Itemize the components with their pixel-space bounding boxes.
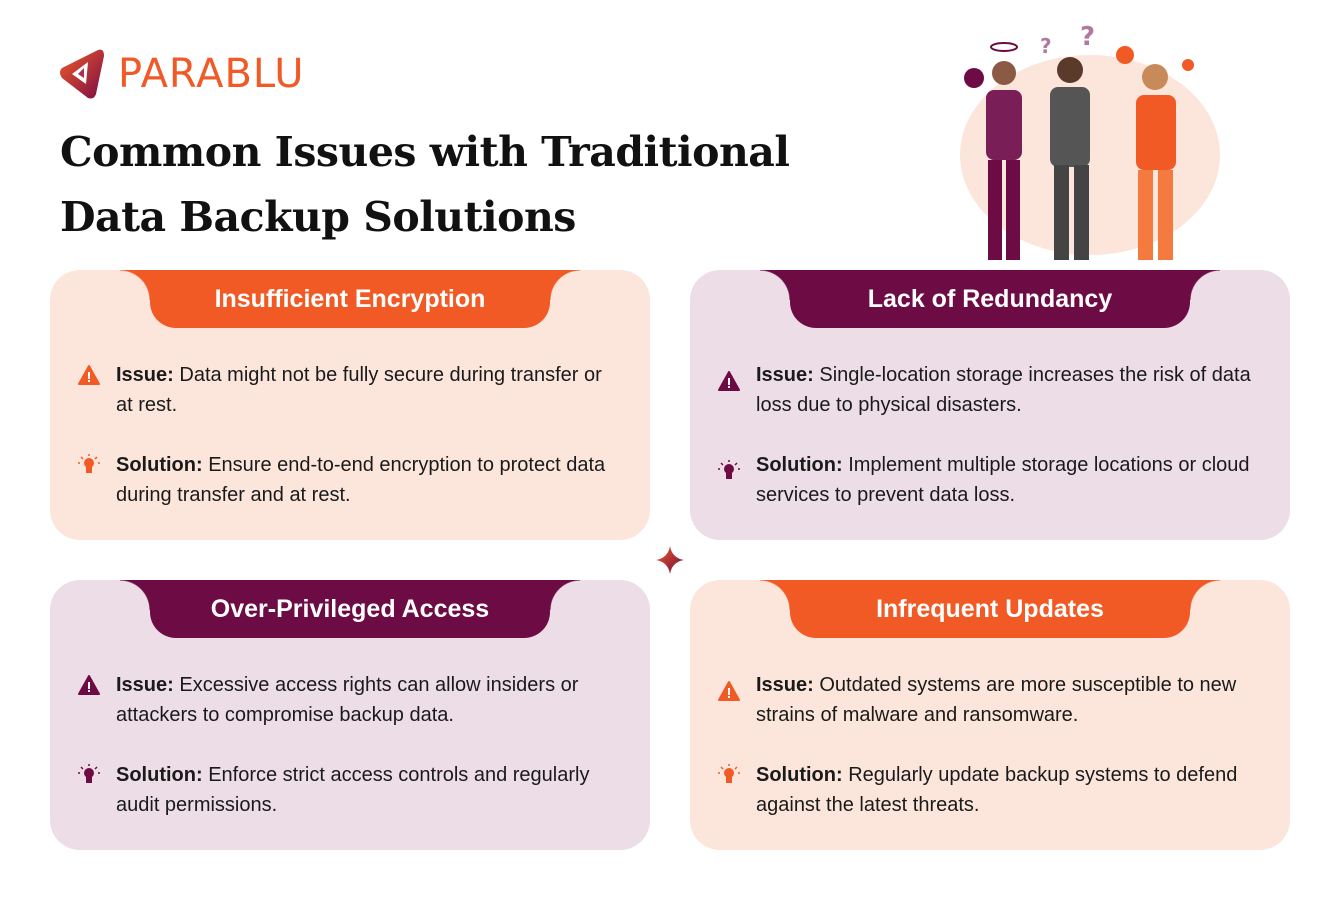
confused-people-illustration: ? ? (960, 22, 1220, 260)
card-over-privileged-access: Over-Privileged Access Issue: Excessive … (50, 580, 650, 850)
sparkle-icon (656, 546, 684, 574)
issue-label: Issue: (756, 364, 814, 386)
solution-label: Solution: (756, 454, 843, 476)
card-title: Lack of Redundancy (760, 270, 1220, 328)
title-line-2: Data Backup Solutions (60, 193, 576, 241)
card-insufficient-encryption: Insufficient Encryption Issue: Data migh… (50, 270, 650, 540)
solution-item: Solution: Ensure end-to-end encryption t… (78, 450, 616, 510)
issue-label: Issue: (116, 674, 174, 696)
solution-text: Regularly update backup systems to defen… (756, 764, 1238, 816)
solution-text: Implement multiple storage locations or … (756, 454, 1250, 506)
solution-item: Solution: Implement multiple storage loc… (718, 450, 1256, 510)
issue-text: Excessive access rights can allow inside… (116, 674, 579, 726)
issue-text: Single-location storage increases the ri… (756, 364, 1251, 416)
solution-item: Solution: Regularly update backup system… (718, 760, 1256, 820)
solution-label: Solution: (116, 454, 203, 476)
issue-item: Issue: Data might not be fully secure du… (78, 360, 616, 420)
lightbulb-icon (78, 454, 100, 473)
title-line-1: Common Issues with Traditional (60, 128, 790, 176)
solution-item: Solution: Enforce strict access controls… (78, 760, 616, 820)
solution-label: Solution: (756, 764, 843, 786)
warning-triangle-icon (78, 365, 100, 385)
card-lack-of-redundancy: Lack of Redundancy Issue: Single-locatio… (690, 270, 1290, 540)
brand-name: PARABLU (118, 51, 305, 97)
solution-text: Enforce strict access controls and regul… (116, 764, 590, 816)
lightbulb-icon (78, 764, 100, 783)
lightbulb-icon (718, 764, 740, 783)
issue-label: Issue: (116, 364, 174, 386)
lightbulb-icon (718, 460, 740, 479)
page-title: Common Issues with Traditional Data Back… (60, 120, 790, 250)
card-title: Insufficient Encryption (120, 270, 580, 328)
issue-item: Issue: Single-location storage increases… (718, 360, 1256, 420)
card-infrequent-updates: Infrequent Updates Issue: Outdated syste… (690, 580, 1290, 850)
issue-item: Issue: Excessive access rights can allow… (78, 670, 616, 730)
warning-triangle-icon (718, 371, 740, 391)
issue-text: Data might not be fully secure during tr… (116, 364, 602, 416)
solution-text: Ensure end-to-end encryption to protect … (116, 454, 606, 506)
issue-item: Issue: Outdated systems are more suscept… (718, 670, 1256, 730)
svg-text:?: ? (1080, 22, 1095, 52)
svg-text:?: ? (1040, 34, 1052, 58)
card-title: Infrequent Updates (760, 580, 1220, 638)
brand-logo: PARABLU (58, 48, 304, 100)
issue-text: Outdated systems are more susceptible to… (756, 674, 1237, 726)
issue-label: Issue: (756, 674, 814, 696)
solution-label: Solution: (116, 764, 203, 786)
warning-triangle-icon (718, 681, 740, 701)
parablu-logo-icon (60, 49, 104, 99)
card-title: Over-Privileged Access (120, 580, 580, 638)
warning-triangle-icon (78, 675, 100, 695)
